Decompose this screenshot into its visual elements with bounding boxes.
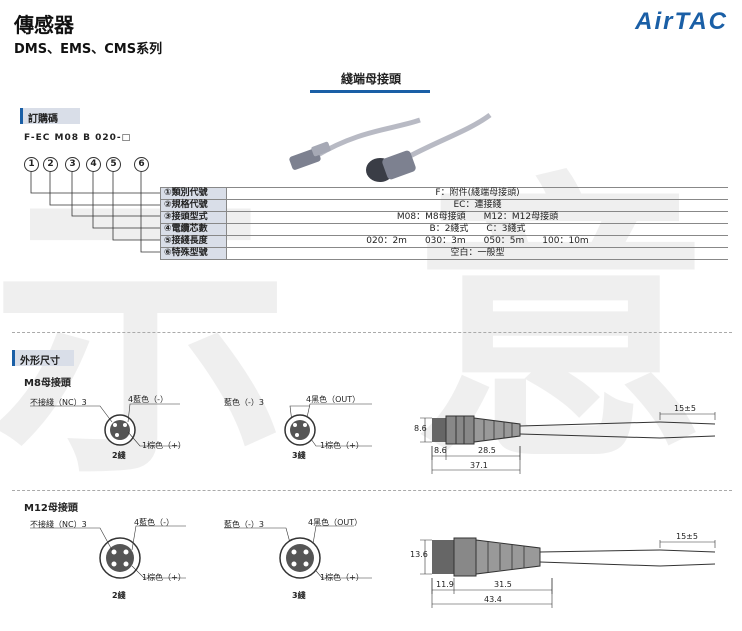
page-subtitle: DMS、EMS、CMS系列	[14, 42, 163, 57]
spec-key: ③接頭型式	[160, 211, 227, 224]
spec-value: M08：M8母接頭 M12：M12母接頭	[226, 211, 728, 224]
m12-2wire-label: 2綫	[112, 591, 126, 600]
m12-3wire-label: 3綫	[292, 591, 306, 600]
section-divider	[12, 490, 732, 491]
code-circle-5: 5	[106, 157, 121, 172]
outline-tag: 外形尺寸	[12, 350, 74, 367]
section-title: 綫端母接頭	[340, 72, 401, 86]
m8-3wire-pin-diagram	[284, 414, 316, 446]
spec-key: ②規格代號	[160, 199, 227, 212]
code-circle-1: 1	[24, 157, 39, 172]
code-circle-3: 3	[65, 157, 80, 172]
spec-value: B：2綫式 C：3綫式	[226, 223, 728, 236]
order-code: F-EC M08 B 020-□	[24, 133, 132, 143]
m12-2wire-nc-label: 不接綫（NC）3	[30, 520, 87, 529]
m12-2wire-brown-label: 1棕色（+）	[142, 573, 186, 582]
order-code-tag: 訂購碼	[20, 108, 80, 125]
m12-dim-b: 31.5	[494, 580, 512, 589]
m8-3wire-black-label: 4黑色（OUT）	[306, 395, 361, 404]
m8-dim-a: 8.6	[434, 446, 447, 455]
page-title: 傳感器	[14, 13, 74, 37]
spec-value: 020：2m 030：3m 050：5m 100：10m	[226, 235, 728, 248]
code-circle-2: 2	[43, 157, 58, 172]
spec-key: ⑥特殊型號	[160, 247, 227, 260]
m8-dim-tail: 15±5	[674, 404, 696, 413]
spec-value: 空白：一般型	[226, 247, 728, 260]
spec-value: F：附件(綫端母接頭)	[226, 187, 728, 200]
m8-2wire-blue-label: 4藍色（-）	[128, 395, 168, 404]
m12-3wire-pin-diagram	[279, 537, 321, 579]
m8-dim-total: 37.1	[470, 461, 488, 470]
m8-dim-height: 8.6	[414, 424, 427, 433]
m12-dim-height: 13.6	[410, 550, 428, 559]
m8-3wire-brown-label: 1棕色（+）	[320, 441, 364, 450]
code-circle-4: 4	[86, 157, 101, 172]
m12-dim-tail: 15±5	[676, 532, 698, 541]
spec-key: ①類別代號	[160, 187, 227, 200]
m12-2wire-pin-diagram	[99, 537, 141, 579]
m8-dim-b: 28.5	[478, 446, 496, 455]
table-row: ⑥特殊型號空白：一般型	[160, 247, 728, 260]
m12-3wire-brown-label: 1棕色（+）	[320, 573, 364, 582]
airtac-logo: AirTAC	[635, 8, 728, 35]
section-divider	[12, 332, 732, 333]
m8-3wire-blue-label: 藍色（-）3	[224, 398, 264, 407]
m12-3wire-black-label: 4黑色（OUT）	[308, 518, 363, 527]
m8-title: M8母接頭	[24, 378, 71, 389]
m8-2wire-nc-label: 不接綫（NC）3	[30, 398, 87, 407]
code-circle-6: 6	[134, 157, 149, 172]
section-underline	[310, 90, 430, 93]
m12-dim-total: 43.4	[484, 595, 502, 604]
spec-key: ④電纜芯數	[160, 223, 227, 236]
m8-2wire-brown-label: 1棕色（+）	[142, 441, 186, 450]
spec-key: ⑤接綫長度	[160, 235, 227, 248]
m12-2wire-blue-label: 4藍色（-）	[134, 518, 174, 527]
m8-2wire-pin-diagram	[104, 414, 136, 446]
m8-3wire-label: 3綫	[292, 451, 306, 460]
m8-2wire-label: 2綫	[112, 451, 126, 460]
cable-product-photo	[289, 112, 492, 182]
m12-title: M12母接頭	[24, 503, 78, 514]
m12-3wire-blue-label: 藍色（-）3	[224, 520, 264, 529]
spec-value: EC：連接綫	[226, 199, 728, 212]
m12-dim-a: 11.9	[436, 580, 454, 589]
